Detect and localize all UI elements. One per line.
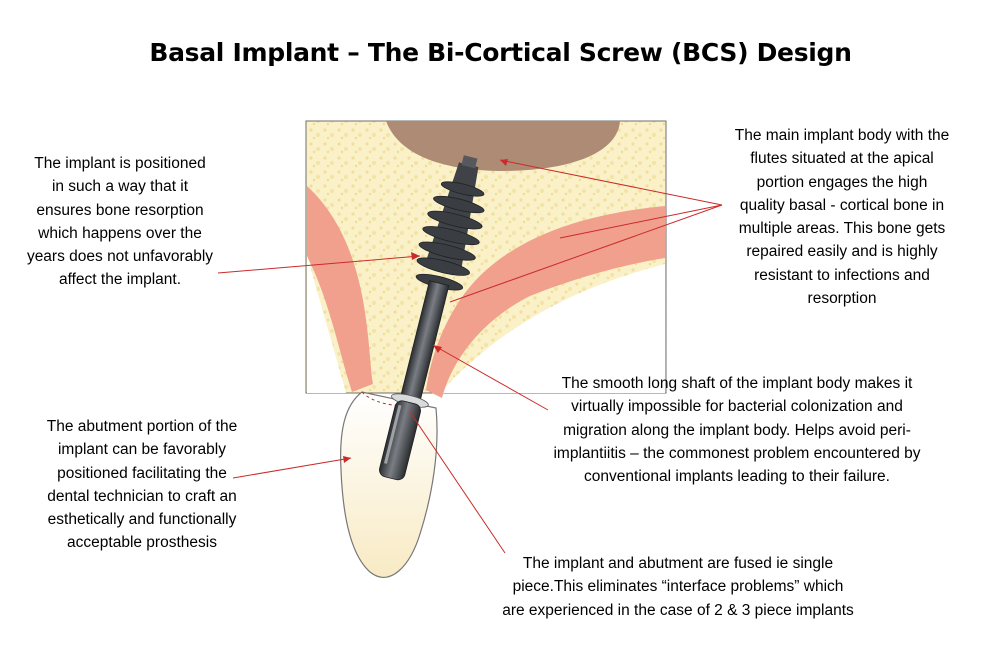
note-shaft: The smooth long shaft of the implant bod… — [527, 372, 947, 488]
note-main-body: The main implant body with the flutes si… — [717, 124, 967, 310]
note-line: The implant is positioned — [34, 155, 206, 172]
note-line: which happens over the — [38, 224, 202, 242]
note-line: multiple areas. This bone gets — [738, 220, 946, 238]
note-line: in such a way that it — [51, 178, 189, 196]
note-line: portion engages the high — [756, 173, 928, 191]
note-single-piece: The implant and abutment are fused ie si… — [483, 552, 873, 622]
leader-line-abutment — [232, 457, 352, 479]
note-line: are experienced in the case of 2 & 3 pie… — [502, 601, 854, 619]
cortical-bone-right — [426, 206, 665, 398]
note-line: The main implant body with the — [734, 127, 950, 144]
note-line: quality basal - cortical bone in — [739, 196, 945, 214]
leader-line-positioning — [217, 255, 421, 274]
note-line: conventional implants leading to their f… — [584, 468, 890, 486]
leader-line-shaft — [432, 344, 549, 411]
note-line: resorption — [807, 290, 877, 308]
note-line: The implant and abutment are fused ie si… — [522, 555, 834, 572]
note-line: implantiitis – the commonest problem enc… — [553, 444, 921, 462]
soft-space-right — [440, 264, 665, 393]
note-line: acceptable prosthesis — [67, 534, 217, 552]
leader-line-main-body-2 — [559, 204, 723, 239]
note-line: esthetically and functionally — [47, 511, 237, 529]
soft-space-left — [307, 254, 346, 393]
leader-line-main-body-1 — [499, 159, 723, 206]
note-line: implant can be favorably — [57, 441, 226, 459]
note-line: years does not unfavorably — [26, 248, 214, 266]
note-line: resistant to infections and — [754, 266, 930, 284]
arrow-heads — [343, 159, 508, 463]
note-line: positioned facilitating the — [57, 464, 227, 482]
note-line: piece.This eliminates “interface problem… — [512, 578, 844, 596]
note-line: virtually impossible for bacterial colon… — [571, 398, 903, 416]
tooth-crown — [340, 391, 438, 578]
implant-abutment — [379, 400, 421, 481]
note-line: dental technician to craft an — [47, 487, 237, 505]
implant — [379, 155, 485, 481]
cortical-bone-left — [307, 186, 373, 392]
note-line: The smooth long shaft of the implant bod… — [561, 375, 913, 392]
note-abutment: The abutment portion of the implant can … — [32, 415, 252, 555]
leader-line-main-body-3 — [449, 204, 723, 303]
diagram-title: Basal Implant – The Bi-Cortical Screw (B… — [149, 38, 852, 67]
note-line: flutes situated at the apical — [750, 150, 934, 168]
note-line: migration along the implant body. Helps … — [563, 421, 911, 439]
leader-line-single-piece — [409, 411, 506, 554]
note-line: ensures bone resorption — [36, 201, 204, 219]
note-line: repaired easily and is highly — [746, 243, 938, 261]
note-line: The abutment portion of the — [46, 418, 238, 435]
note-positioning: The implant is positioned in such a way … — [20, 152, 220, 292]
leader-lines — [217, 159, 723, 554]
note-line: affect the implant. — [58, 271, 182, 289]
sinus-cavity — [386, 121, 620, 171]
flutes — [415, 181, 485, 291]
